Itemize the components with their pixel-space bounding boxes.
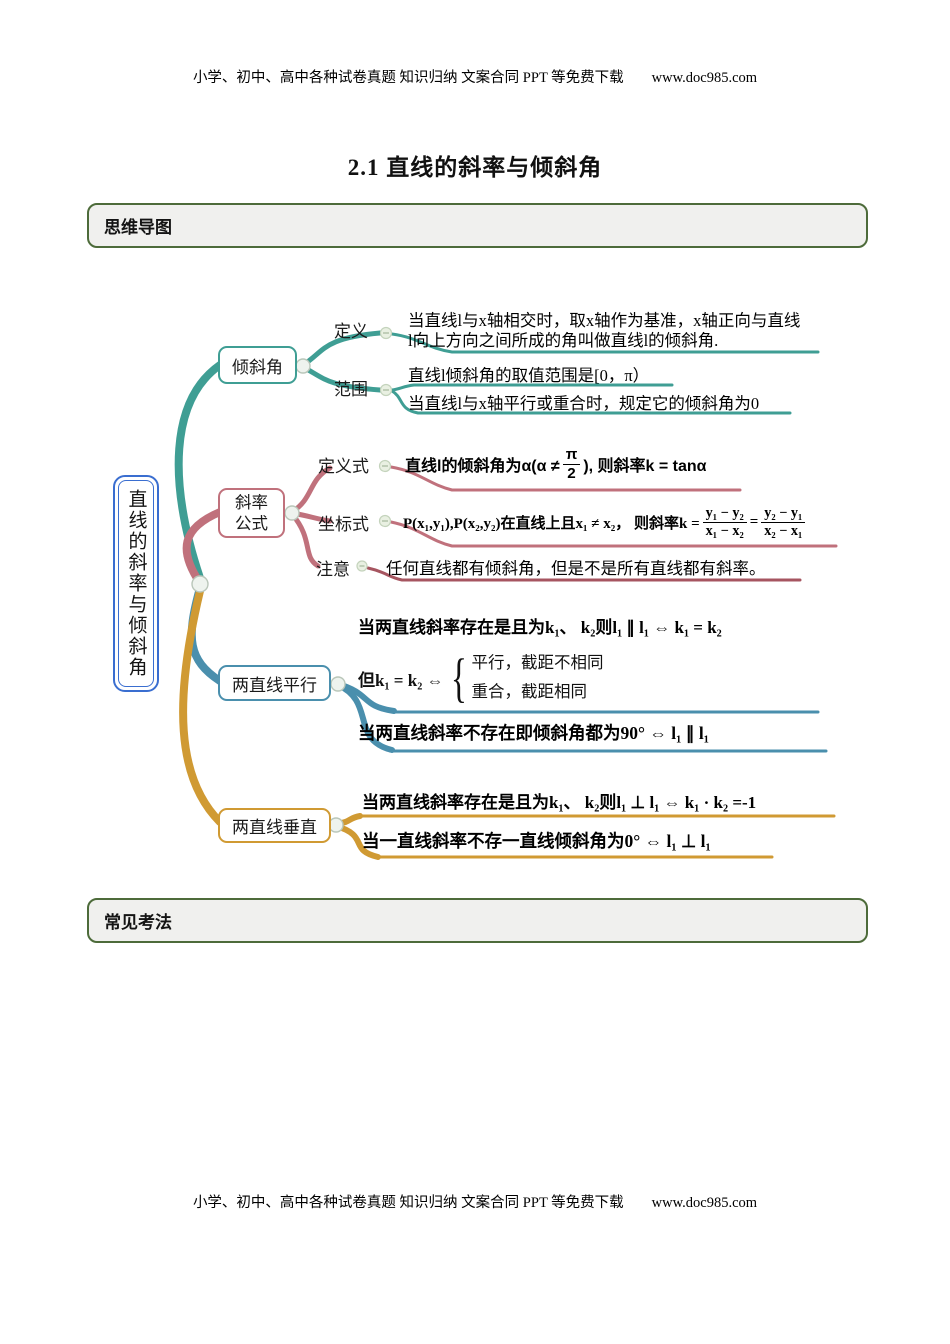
parallel-case-pre: 但k₁ = k₂ ⇔ bbox=[358, 670, 444, 690]
slope-fraction-1: y₁ − y₂ x₁ − x₂ bbox=[702, 505, 747, 539]
parallel-case-bottom: 重合，截距相同 bbox=[471, 682, 587, 701]
page-title: 2.1 直线的斜率与倾斜角 bbox=[347, 155, 603, 180]
slope-trunk-curve bbox=[182, 508, 224, 587]
footer-text: 小学、初中、高中各种试卷真题 知识归纳 文案合同 PPT 等免费下载 bbox=[192, 1195, 624, 1211]
fraction-numerator: y₁ − y₂ bbox=[702, 505, 747, 523]
slope-definition-formula-post: ), 则斜率k = tanα bbox=[583, 458, 707, 475]
collapse-icon bbox=[356, 560, 368, 572]
branch-slope-box: 斜率 公式 bbox=[218, 488, 285, 538]
branch-incline-box: 倾斜角 bbox=[218, 346, 297, 384]
collapse-icon bbox=[379, 383, 393, 397]
fraction-numerator: y₂ − y₁ bbox=[761, 505, 806, 523]
perpendicular-child1-fork bbox=[333, 813, 363, 827]
fraction-denominator: x₁ − x₂ bbox=[705, 522, 744, 539]
collapse-icon bbox=[378, 514, 392, 528]
branch-parallel-box: 两直线平行 bbox=[218, 665, 331, 701]
page-header: 小学、初中、高中各种试卷真题 知识归纳 文案合同 PPT 等免费下载 www.do… bbox=[0, 66, 950, 87]
parallel-junction-dot bbox=[330, 676, 346, 692]
branch-slope-label-line1: 斜率 bbox=[235, 492, 268, 512]
root-node: 直线的斜率与倾斜角 bbox=[113, 475, 159, 692]
slope-definition-formula-pre: 直线l的倾斜角为α(α ≠ bbox=[405, 458, 560, 475]
footer-url[interactable]: www.doc985.com bbox=[651, 1195, 758, 1211]
incline-definition-text: 当直线l与x轴相交时，取x轴作为基准，x轴正向与直线 l向上方向之间所成的角叫做… bbox=[408, 311, 800, 352]
parallel-line1: 当两直线斜率存在是且为k₁、 k₂则l₁ ∥ l₁ ⇔ k₁ = k₂ bbox=[358, 618, 722, 637]
equals-sign: = bbox=[749, 513, 759, 530]
fraction-numerator: π bbox=[562, 446, 581, 465]
parallel-case-top: 平行，截距不相同 bbox=[471, 653, 604, 673]
collapse-icon bbox=[378, 459, 392, 473]
incline-trunk-curve bbox=[174, 361, 224, 582]
perpendicular-line2: 当一直线斜率不存一直线倾斜角为0° ⇔ l₁ ⊥ l₁ bbox=[362, 831, 711, 851]
slope-definition-formula: 直线l的倾斜角为α(α ≠ π 2 ), 则斜率k = tanα bbox=[405, 443, 707, 485]
parallel-line3: 当两直线斜率不存在即倾斜角都为90° ⇔ l₁ ∥ l₁ bbox=[358, 723, 709, 743]
child-label-range: 范围 bbox=[334, 380, 368, 399]
incline-range-line1: 直线l倾斜角的取值范围是[0，π） bbox=[408, 366, 650, 385]
slope-note-fork bbox=[289, 511, 321, 569]
child-label-definition-form: 定义式 bbox=[318, 457, 369, 476]
section-mindmap: 思维导图 bbox=[87, 203, 868, 248]
slope-note-text: 任何直线都有倾斜角，但是不是所有直线都有斜率。 bbox=[386, 559, 766, 578]
incline-junction-dot bbox=[295, 358, 311, 374]
parallel-case-column: 平行，截距不相同 重合，截距相同 bbox=[471, 649, 603, 707]
section-mindmap-label: 思维导图 bbox=[104, 218, 172, 237]
slope-junction-dot bbox=[284, 505, 300, 521]
page-footer: 小学、初中、高中各种试卷真题 知识归纳 文案合同 PPT 等免费下载 www.do… bbox=[0, 1191, 950, 1212]
incline-definition-line1: 当直线l与x轴相交时，取x轴作为基准，x轴正向与直线 bbox=[408, 311, 801, 330]
parallel-case-group: 但k₁ = k₂ ⇔ { 平行，截距不相同 重合，截距相同 bbox=[358, 648, 603, 708]
section-methods-label: 常见考法 bbox=[104, 913, 172, 932]
branch-perpendicular-box: 两直线垂直 bbox=[218, 808, 331, 843]
root-junction-dot bbox=[191, 575, 209, 593]
left-brace-glyph: { bbox=[450, 648, 467, 708]
perpendicular-trunk-curve bbox=[179, 587, 224, 826]
slope-coordinate-formula-pre: P(x₁,y₁),P(x₂,y₂)在直线上且x₁ ≠ x₂， 则斜率k = bbox=[403, 515, 700, 532]
fraction-denominator: 2 bbox=[567, 464, 576, 482]
root-label: 直线的斜率与倾斜角 bbox=[118, 480, 154, 687]
slope-fraction-2: y₂ − y₁ x₂ − x₁ bbox=[761, 505, 806, 539]
pi-over-2-fraction: π 2 bbox=[562, 446, 581, 482]
section-methods: 常见考法 bbox=[87, 898, 868, 943]
incline-definition-line2: l向上方向之间所成的角叫做直线l的倾斜角. bbox=[408, 331, 719, 351]
child-label-note: 注意 bbox=[316, 560, 350, 579]
branch-incline-label: 倾斜角 bbox=[232, 357, 283, 377]
perpendicular-junction-dot bbox=[328, 817, 344, 833]
child-label-definition: 定义 bbox=[334, 322, 368, 341]
slope-coordinate-formula: P(x₁,y₁),P(x₂,y₂)在直线上且x₁ ≠ x₂， 则斜率k = y₁… bbox=[403, 499, 808, 545]
collapse-icon bbox=[379, 326, 393, 340]
header-url[interactable]: www.doc985.com bbox=[651, 70, 758, 86]
parallel-trunk-curve bbox=[187, 584, 224, 685]
child-label-coordinate-form: 坐标式 bbox=[318, 515, 369, 534]
incline-range-line2: 当直线l与x轴平行或重合时，规定它的倾斜角为0 bbox=[408, 394, 760, 413]
header-text: 小学、初中、高中各种试卷真题 知识归纳 文案合同 PPT 等免费下载 bbox=[192, 70, 624, 86]
perpendicular-line1: 当两直线斜率存在是且为k₁、 k₂则l₁ ⊥ l₁ ⇔ k₁ · k₂ =-1 bbox=[362, 793, 757, 812]
branch-parallel-label: 两直线平行 bbox=[232, 675, 317, 695]
branch-slope-label-line2: 公式 bbox=[235, 514, 268, 533]
junction-dots bbox=[191, 358, 346, 833]
fraction-denominator: x₂ − x₁ bbox=[764, 522, 803, 539]
branch-perpendicular-label: 两直线垂直 bbox=[232, 818, 317, 837]
